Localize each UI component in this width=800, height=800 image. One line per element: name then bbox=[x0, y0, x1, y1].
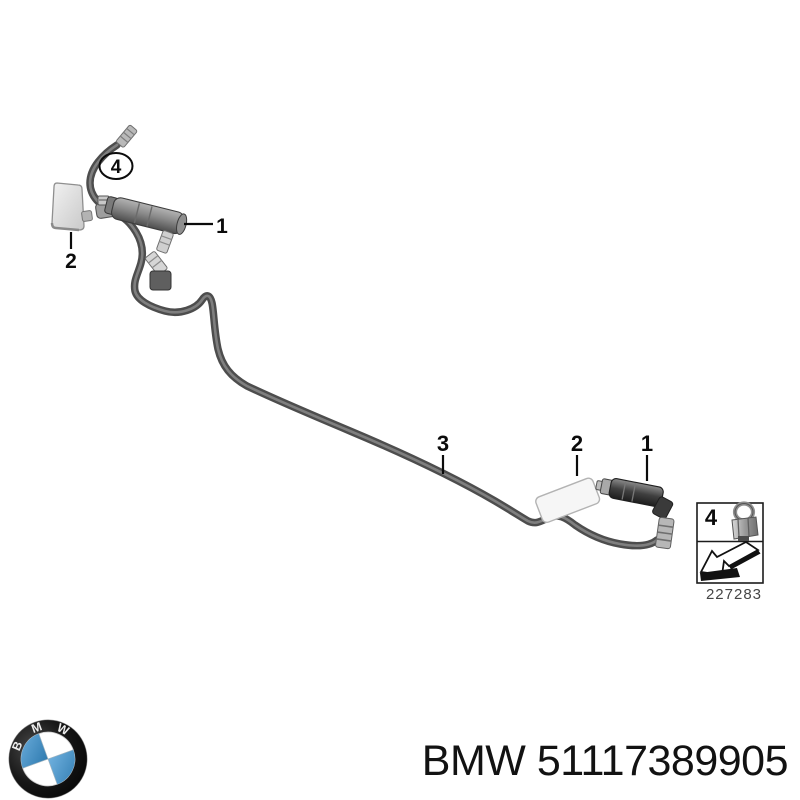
washer-jet-lower bbox=[595, 478, 675, 550]
bmw-logo: B M W bbox=[8, 719, 88, 799]
callout-label-2-top: 2 bbox=[65, 250, 77, 273]
callout-label-4: 4 bbox=[111, 157, 122, 178]
direction-arrow-icon bbox=[699, 540, 761, 581]
cover-cap-upper bbox=[50, 182, 93, 232]
callout-label-2-bottom: 2 bbox=[571, 431, 583, 456]
tee-fitting bbox=[145, 251, 172, 291]
callout-top-cover: 2 bbox=[65, 232, 77, 273]
callout-bottom-cover: 2 bbox=[571, 431, 583, 476]
elbow-fitting bbox=[655, 517, 675, 550]
callout-label-1-top: 1 bbox=[216, 215, 228, 238]
logo-letter-m: M bbox=[29, 719, 43, 736]
hose-tip-connector bbox=[116, 124, 138, 148]
part-number-caption: BMW 51117389905 bbox=[421, 737, 789, 785]
callout-clip-circled: 4 bbox=[98, 152, 134, 180]
clip-icon bbox=[731, 501, 759, 541]
legend-number: 4 bbox=[705, 505, 718, 530]
callout-label-3: 3 bbox=[437, 431, 449, 456]
callout-hose: 3 bbox=[437, 431, 449, 474]
callout-label-1-bottom: 1 bbox=[641, 431, 653, 456]
jet-outlet-stub bbox=[156, 230, 174, 254]
callout-top-nozzle: 1 bbox=[184, 215, 228, 238]
legend-box: 4 bbox=[696, 501, 764, 584]
washer-jet-upper bbox=[104, 196, 188, 291]
callout-bottom-nozzle: 1 bbox=[641, 431, 653, 481]
headlight-washer-parts-diagram: 4 1 2 3 2 1 4 bbox=[50, 124, 764, 603]
diagram-reference-number: 227283 bbox=[706, 586, 762, 603]
